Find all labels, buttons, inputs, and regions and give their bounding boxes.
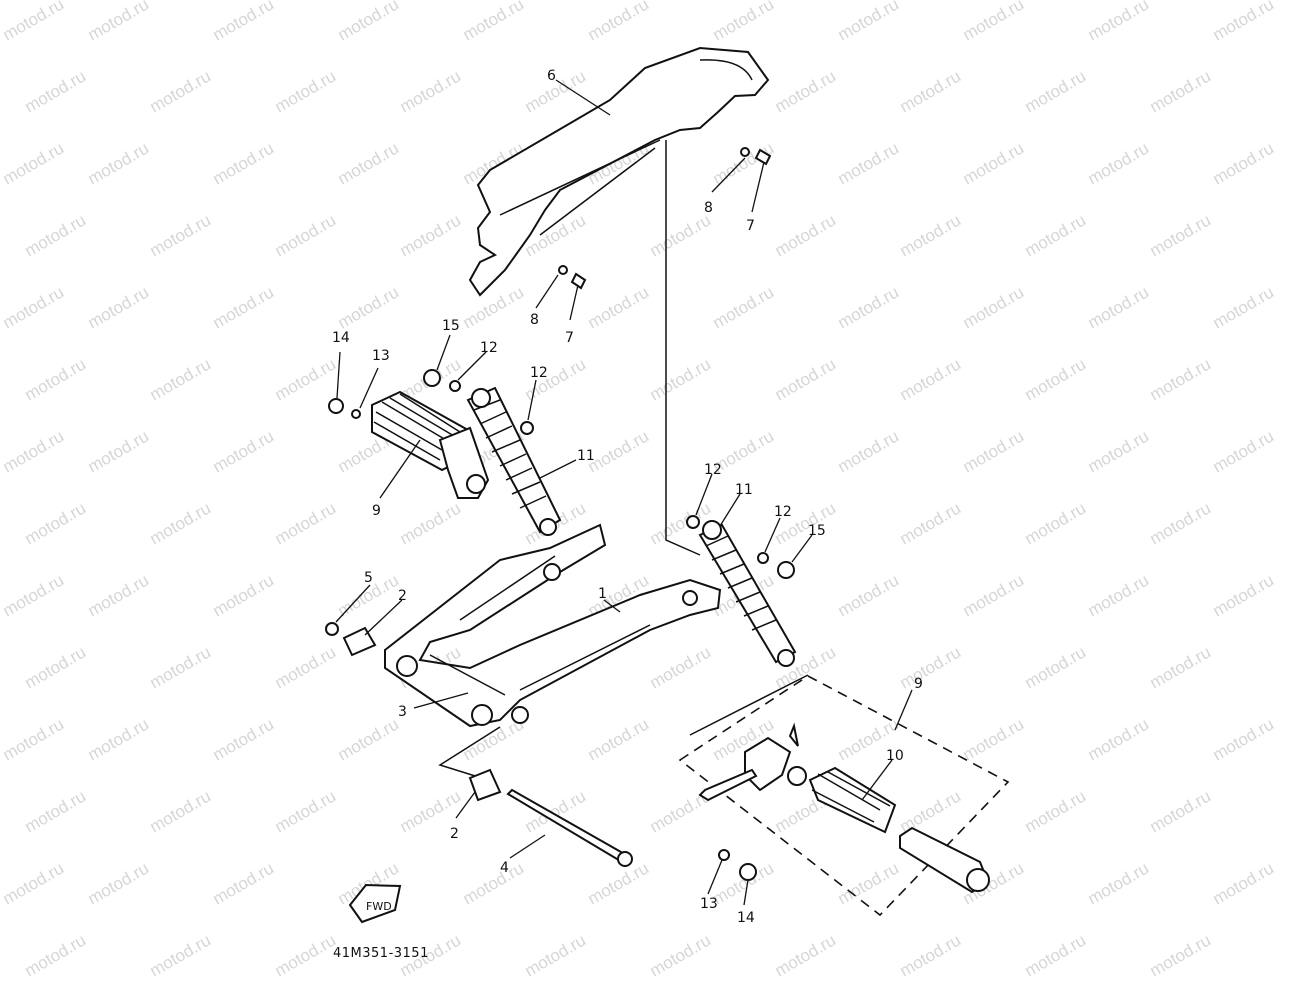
fwd-arrow-icon: FWD [348,883,402,924]
callout-12: 12 [480,340,498,356]
callout-7: 7 [565,330,574,346]
callout-8: 8 [530,312,539,328]
bushing-lower [468,768,502,802]
callout-6: 6 [547,68,556,84]
callout-5: 5 [364,570,373,586]
reference-line-frame [665,140,701,556]
callout-2: 2 [398,588,407,604]
callout-7: 7 [746,218,755,234]
bolt-lower [558,265,587,290]
shock-absorber-right [686,515,797,667]
callout-4: 4 [500,860,509,876]
pivot-axle [506,788,630,864]
footrest-right-group-box [678,675,1010,917]
bushing-upper [342,626,377,657]
callout-8: 8 [704,200,713,216]
nut-left-upper [423,369,441,387]
callout-12: 12 [704,462,722,478]
callout-3: 3 [398,704,407,720]
washer-13-right [718,849,730,861]
callout-12: 12 [774,504,792,520]
callout-15: 15 [808,523,826,539]
callout-11: 11 [735,482,753,498]
callout-labels: 6 8 7 8 7 14 13 15 12 12 11 9 12 11 12 1… [332,68,923,926]
axle-head [617,851,633,867]
chain-case [468,46,770,297]
callout-14: 14 [332,330,350,346]
fwd-label: FWD [366,900,392,913]
callout-15: 15 [442,318,460,334]
callout-13: 13 [372,348,390,364]
callout-10: 10 [886,748,904,764]
reference-line-rear [689,674,809,736]
footrest-left [328,390,490,499]
leader-lines [335,79,913,906]
bolt-upper [740,147,772,166]
callout-12: 12 [530,365,548,381]
callout-11: 11 [577,448,595,464]
footrest-right [698,722,990,894]
callout-2: 2 [450,826,459,842]
diagram-code: 41M351-3151 [333,946,429,961]
callout-9: 9 [914,676,923,692]
cap-14-right [739,863,757,881]
nut-5 [325,622,339,636]
shock-absorber-left [449,380,562,536]
callout-14: 14 [737,910,755,926]
swingarm [384,523,722,728]
callout-9: 9 [372,503,381,519]
callout-13: 13 [700,896,718,912]
reference-line-pivot [438,726,501,781]
callout-1: 1 [598,586,607,602]
